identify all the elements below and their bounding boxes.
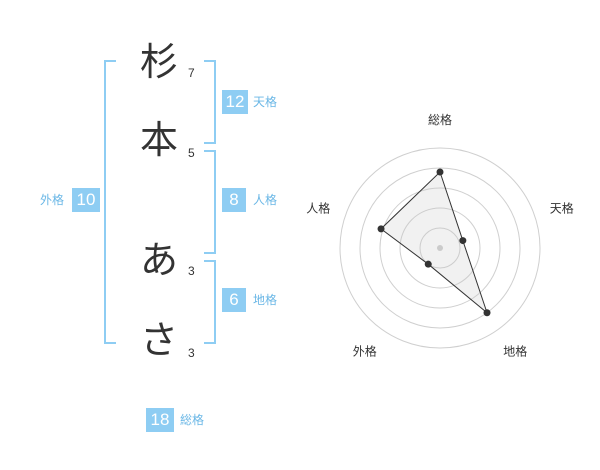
radar-points xyxy=(377,168,491,317)
radar-label-2: 天格 xyxy=(550,200,574,215)
radar-polygon-group xyxy=(380,171,489,315)
tenkaku-label: 天格 xyxy=(253,95,278,109)
radar-ring xyxy=(419,227,461,269)
radar-rings xyxy=(339,147,541,349)
radar-ring xyxy=(339,147,541,349)
gaikaku-label: 外格 xyxy=(40,193,65,207)
tenkaku-bracket xyxy=(204,60,216,144)
radar-point-2 xyxy=(459,237,467,245)
radar-label-3: 地格 xyxy=(503,344,527,359)
radar-label-4: 外格 xyxy=(353,344,377,359)
name-char-2: 本 xyxy=(139,118,178,162)
radar-center xyxy=(437,245,443,251)
name-char-1: 杉 xyxy=(139,40,178,84)
stroke-count-4: 3 xyxy=(188,346,195,360)
radar-label-5: 人格 xyxy=(306,200,330,215)
jinkaku-label: 人格 xyxy=(253,193,278,207)
gaikaku-bracket xyxy=(104,60,116,344)
radar-point-5 xyxy=(377,225,385,233)
radar-ring xyxy=(379,187,501,309)
chikaku-label: 地格 xyxy=(253,293,278,307)
radar-label-1: 総格 xyxy=(428,112,452,127)
radar-point-1 xyxy=(436,168,444,176)
jinkaku-badge: 8 xyxy=(222,188,246,212)
jinkaku-bracket xyxy=(204,150,216,254)
stroke-count-3: 3 xyxy=(188,264,195,278)
chikaku-badge: 6 xyxy=(222,288,246,312)
stroke-count-1: 7 xyxy=(188,66,195,80)
name-char-4: さ xyxy=(139,318,178,362)
stroke-count-2: 5 xyxy=(188,146,195,160)
soukaku-badge: 18 xyxy=(146,408,174,432)
soukaku-label: 総格 xyxy=(180,413,205,427)
chikaku-bracket xyxy=(204,260,216,344)
radar-ring xyxy=(359,167,521,329)
radar-point-3 xyxy=(483,309,491,317)
radar-polygon xyxy=(380,171,489,315)
radar-ring xyxy=(399,207,481,289)
tenkaku-badge: 12 xyxy=(222,90,248,114)
radar-point-4 xyxy=(424,260,432,268)
name-char-3: あ xyxy=(139,238,178,282)
gaikaku-badge: 10 xyxy=(72,188,100,212)
